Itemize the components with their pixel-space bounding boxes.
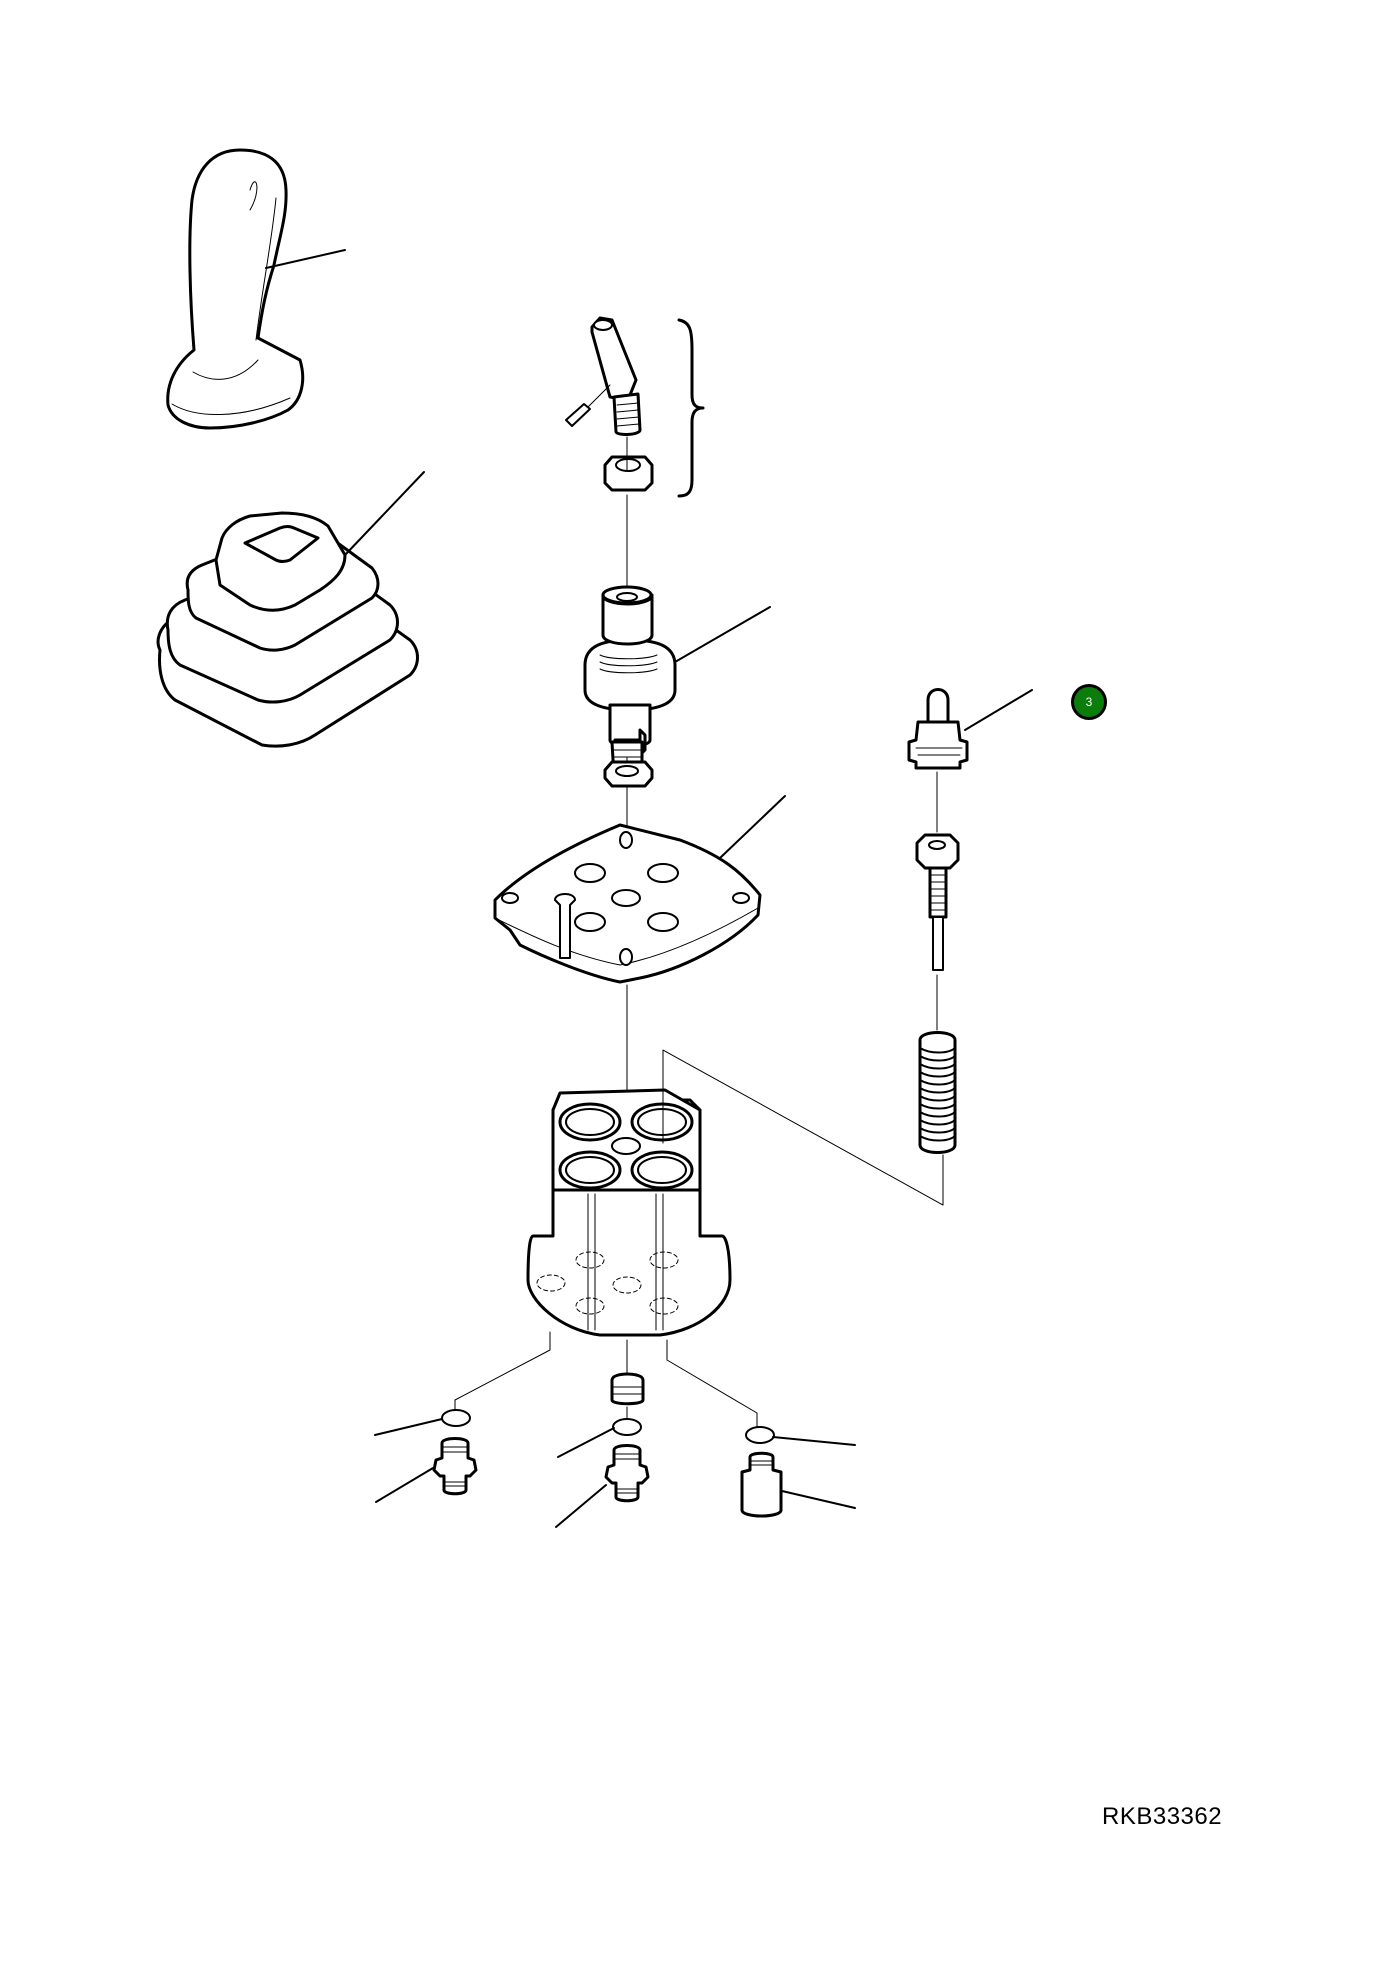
reference-code: RKB33362 (1102, 1803, 1223, 1830)
pin[interactable] (565, 403, 591, 427)
valve-body[interactable] (526, 1088, 732, 1337)
leader-line (344, 471, 425, 556)
callout-badge[interactable]: 3 (1071, 684, 1107, 720)
boot[interactable] (156, 471, 425, 748)
o-ring-right[interactable] (745, 1426, 775, 1444)
leader-line (719, 795, 786, 859)
nut[interactable] (603, 455, 654, 492)
plug[interactable] (610, 1372, 645, 1406)
spring[interactable] (918, 1031, 957, 1154)
o-ring-left[interactable] (441, 1409, 471, 1427)
fitting-left[interactable] (375, 1437, 478, 1503)
leader-line (265, 249, 346, 269)
leader-line (964, 689, 1033, 731)
adapter-right[interactable] (740, 1451, 856, 1518)
washer[interactable] (603, 760, 654, 788)
assembly-line (662, 1049, 944, 1206)
plate[interactable] (493, 795, 786, 984)
callout-label: 3 (1085, 695, 1093, 709)
spool[interactable] (915, 833, 960, 971)
lever-grip[interactable] (166, 148, 346, 430)
lever-stud[interactable] (565, 316, 642, 436)
leader-line (674, 606, 771, 663)
bracket (677, 318, 705, 498)
universal-joint[interactable] (583, 585, 771, 783)
plunger[interactable] (907, 688, 1033, 770)
o-ring-center[interactable] (612, 1418, 642, 1436)
fitting-center[interactable] (555, 1444, 650, 1528)
